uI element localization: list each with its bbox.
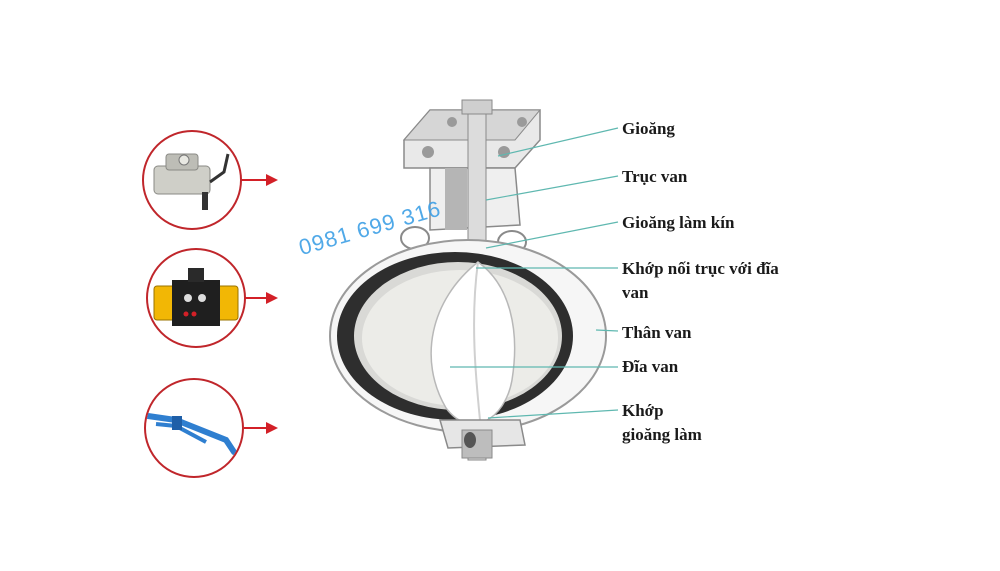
electric-actuator-icon	[153, 153, 230, 210]
label-khop-noi-line1: Khớp nối trục với đĩa	[622, 259, 779, 278]
actuator-arrows	[240, 174, 278, 434]
leader-lines	[450, 127, 619, 419]
label-gioang: Gioăng	[622, 119, 675, 138]
lever-handle-icon	[146, 413, 237, 455]
lever-handle-circle	[144, 378, 244, 478]
label-khop-noi-line2: van	[622, 283, 649, 302]
label-gioang-lam-kin: Gioăng làm kín	[622, 213, 735, 232]
label-than-van: Thân van	[622, 323, 692, 342]
label-truc-van: Trục van	[622, 167, 688, 186]
electric-actuator-circle	[142, 130, 242, 230]
label-dia-van: Đĩa van	[622, 357, 679, 376]
label-khop-gioang-line1: Khớp	[622, 401, 664, 420]
label-khop-gioang-line2: gioăng làm	[622, 425, 702, 444]
pneumatic-actuator-icon	[153, 268, 239, 326]
pneumatic-actuator-circle	[146, 248, 246, 348]
